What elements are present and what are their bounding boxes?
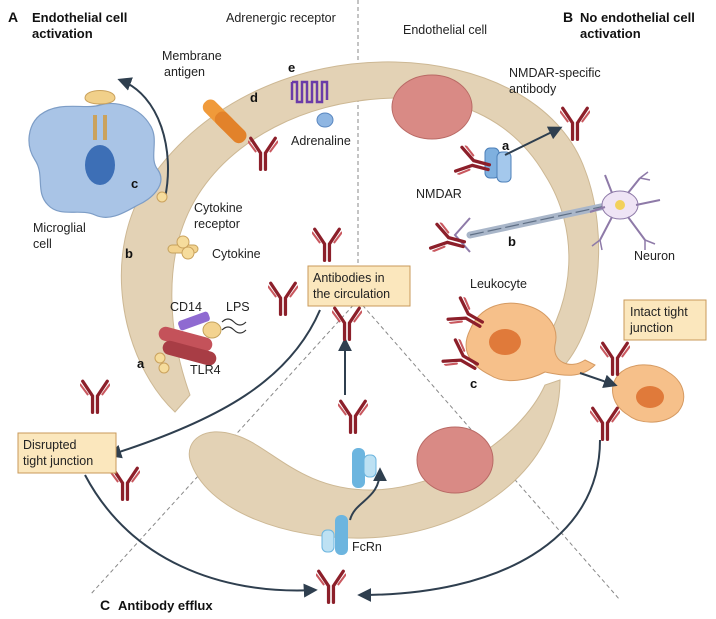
nucleus-upper [391, 74, 473, 140]
antibody-2 [268, 281, 298, 316]
box-disrupted-junction: Disrupted tight junction [17, 432, 117, 474]
antibody-4 [338, 399, 368, 434]
label-membrane-antigen-line2: antigen [164, 65, 205, 79]
step-letter-b-neuron: b [508, 234, 516, 249]
activation-arrow-microglia [117, 77, 169, 199]
label-lps: LPS [226, 300, 250, 314]
fcrn-transcytosis-arrow [349, 467, 387, 521]
label-neuron: Neuron [634, 249, 675, 263]
adrenaline-molecule [316, 112, 334, 128]
neuron-receptor [453, 217, 471, 253]
tlr4-complex [154, 311, 247, 374]
antibody-10 [80, 379, 110, 414]
panel-b-letter: B [563, 9, 573, 25]
label-membrane-antigen-line1: Membrane [162, 49, 222, 63]
label-cytokine-receptor-line1: Cytokine [194, 201, 243, 215]
intact-to-efflux-arrow [357, 439, 601, 602]
label-adrenaline: Adrenaline [291, 134, 351, 148]
step-letter-b-cytokine: b [125, 246, 133, 261]
label-nmdar-antibody-line2: antibody [509, 82, 557, 96]
label-fcrn: FcRn [352, 540, 382, 554]
leukocyte-arrow [579, 372, 618, 388]
label-microglial-line1: Microglial [33, 221, 86, 235]
antibody-efflux [316, 569, 346, 604]
antibody-membrane-antigen [248, 136, 278, 171]
box-antibodies-circulation: Antibodies in the circulation [307, 265, 411, 307]
label-microglial-line2: cell [33, 237, 52, 251]
endothelial-cell-upper [120, 61, 600, 413]
leukocyte [465, 302, 596, 382]
antibody-1 [312, 227, 342, 262]
disrupted-to-efflux-arrow [84, 474, 318, 598]
box-antibodies-line2: the circulation [313, 287, 390, 301]
box-intact-junction: Intact tight junction [623, 299, 707, 341]
endothelial-ring [120, 61, 600, 539]
step-letter-c-leukocyte: c [470, 376, 477, 391]
microglial-cell [28, 90, 162, 218]
label-cytokine: Cytokine [212, 247, 261, 261]
step-letter-a-nmdar: a [502, 138, 510, 153]
membrane-antigen [202, 99, 247, 144]
label-leukocyte: Leukocyte [470, 277, 527, 291]
step-letter-d-antigen: d [250, 90, 258, 105]
box-intact-line1: Intact tight [630, 305, 688, 319]
neuron [466, 171, 661, 251]
label-nmdar-antibody-line1: NMDAR-specific [509, 66, 601, 80]
fcrn-transporter-upper [352, 448, 377, 488]
box-disrupted-line1: Disrupted [23, 438, 77, 452]
endothelial-cell-lower [188, 379, 561, 539]
antibody-9 [590, 406, 620, 441]
step-letter-c-microglia: c [131, 176, 138, 191]
adrenergic-receptor [290, 80, 329, 104]
box-antibodies-line1: Antibodies in [313, 271, 385, 285]
panel-a-title-line2: activation [32, 26, 93, 41]
fcrn-transporter-lower [321, 515, 348, 555]
nucleus-lower [416, 426, 494, 494]
label-endothelial-cell: Endothelial cell [403, 23, 487, 37]
leukocyte-migrated [612, 364, 685, 423]
label-cytokine-receptor-line2: receptor [194, 217, 240, 231]
panel-a-title-line1: Endothelial cell [32, 10, 127, 25]
circulation-to-disrupted-arrow [107, 309, 321, 459]
box-intact-line2: junction [629, 321, 673, 335]
step-letter-e-adrenergic: e [288, 60, 295, 75]
panel-a-letter: A [8, 9, 18, 25]
step-letter-a-tlr4: a [137, 356, 145, 371]
panel-c-title: Antibody efflux [118, 598, 213, 613]
label-tlr4: TLR4 [190, 363, 221, 377]
box-disrupted-line2: tight junction [23, 454, 93, 468]
nmdar-arrow [504, 126, 563, 156]
panel-b-title-line2: activation [580, 26, 641, 41]
label-cd14: CD14 [170, 300, 202, 314]
panel-c-letter: C [100, 597, 110, 613]
secreted-molecule [156, 191, 168, 203]
label-nmdar: NMDAR [416, 187, 462, 201]
panel-b-title-line1: No endothelial cell [580, 10, 695, 25]
label-adrenergic-receptor: Adrenergic receptor [226, 11, 336, 25]
cytokine-receptor [167, 235, 199, 260]
